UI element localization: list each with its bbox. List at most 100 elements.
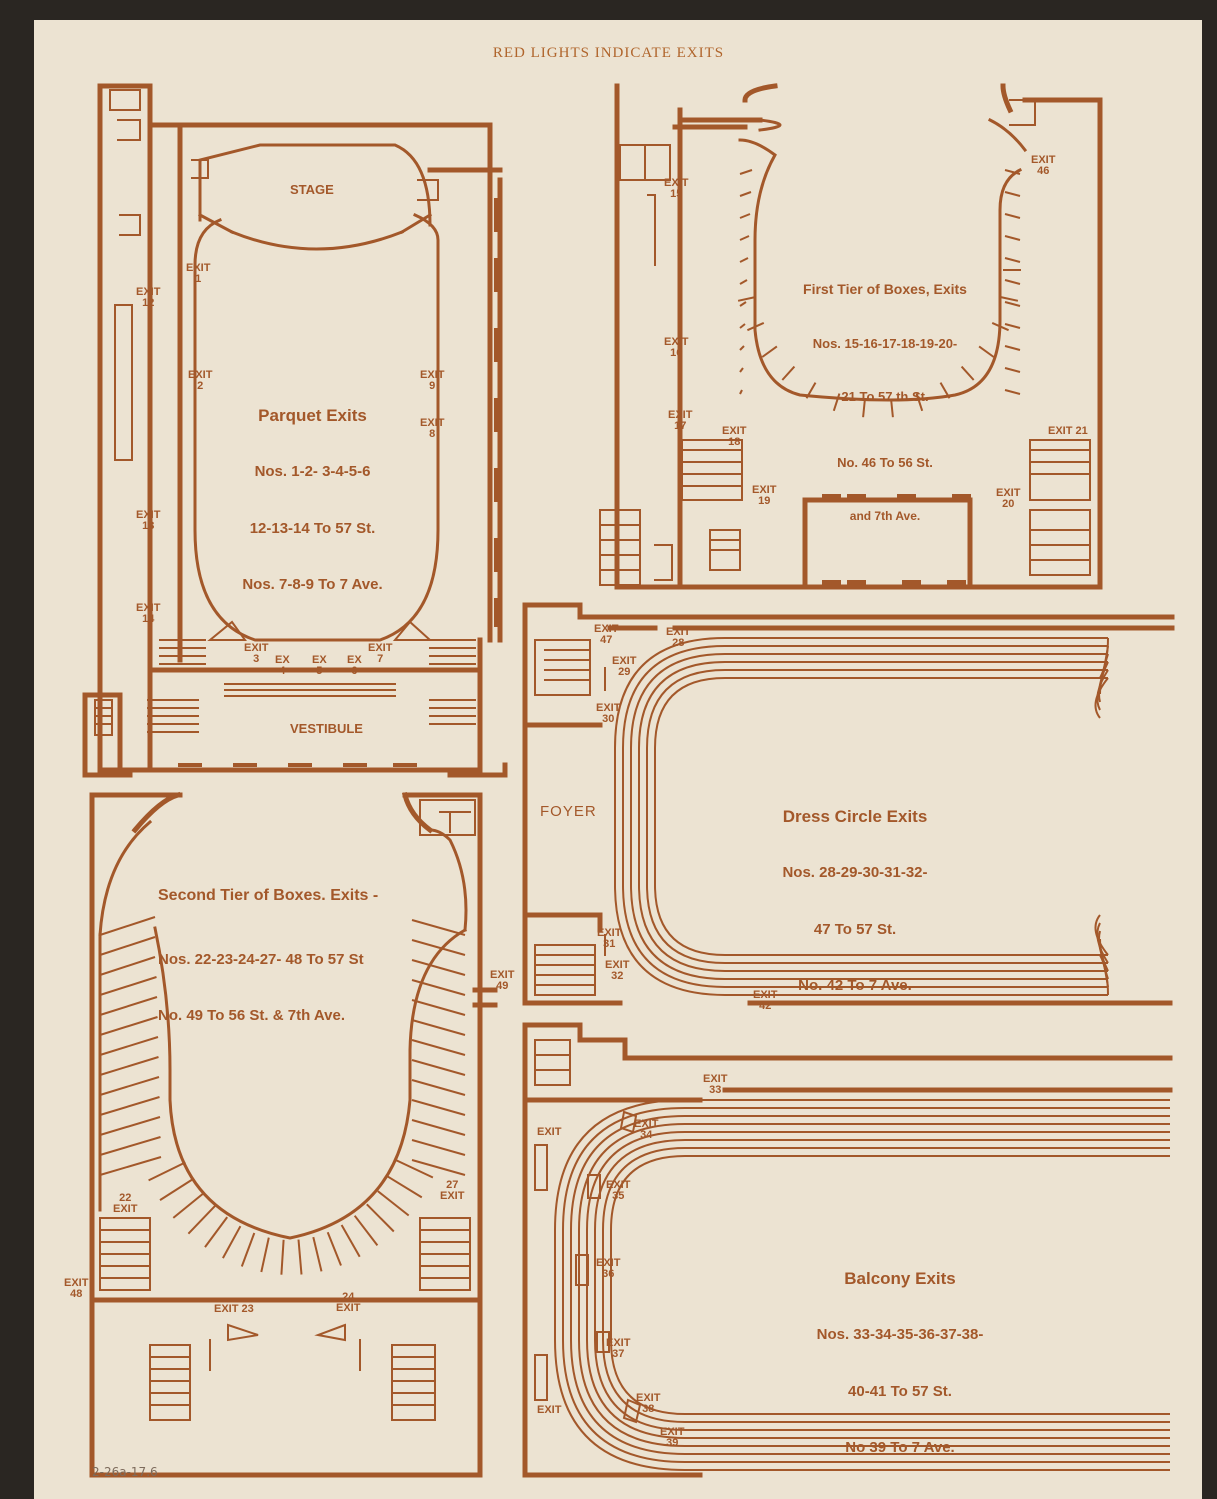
first-tier-box-right-0 xyxy=(1004,169,1021,175)
exit-19-label: EXIT 19 xyxy=(752,484,777,507)
exit-42-label: EXIT 42 xyxy=(753,989,778,1012)
dress-circle-line-1: Nos. 28-29-30-31-32- xyxy=(782,864,928,882)
second-tier-boxes-outline xyxy=(98,819,468,1240)
second-tier-box-left-10 xyxy=(99,1116,161,1136)
second-tier-box-partition-86 xyxy=(297,1239,303,1275)
second-tier-box-right-11 xyxy=(411,1139,466,1156)
balcony-line-2: 40-41 To 57 St. xyxy=(848,1382,952,1400)
exit-31-label: EXIT 31 xyxy=(597,927,622,950)
second-tier-box-right-4 xyxy=(411,999,466,1016)
second-tier-box-left-3 xyxy=(99,976,157,996)
second-tier-box-left-6 xyxy=(99,1036,159,1056)
balcony-exit-bottom-label: EXIT xyxy=(537,1404,562,1416)
balcony-walls xyxy=(522,1022,1173,1478)
balcony-track-4 xyxy=(586,1131,1170,1439)
second-tier-box-right-1 xyxy=(411,939,466,956)
exit-12-label: EXIT 12 xyxy=(136,286,161,309)
first-tier-box-left-6 xyxy=(739,301,747,307)
first-tier-box-partition-96 xyxy=(862,399,866,418)
exit-38-label: EXIT 38 xyxy=(636,1392,661,1415)
dress-circle-exits-info: Dress Circle Exits Nos. 28-29-30-31-32- … xyxy=(745,768,965,1033)
second-tier-box-left-0 xyxy=(99,916,156,936)
exit-16-label: EXIT 16 xyxy=(664,336,689,359)
first-tier-box-left-5 xyxy=(739,279,748,285)
second-tier-box-partition-121 xyxy=(204,1216,229,1248)
second-tier-box-partition-149 xyxy=(148,1161,186,1182)
parquet-stairs xyxy=(94,89,476,736)
first-tier-wall-marks xyxy=(822,494,971,586)
first-tier-boxes-outline xyxy=(738,117,1028,402)
exit-35-label: EXIT 35 xyxy=(606,1179,631,1202)
exit-33-label: EXIT 33 xyxy=(703,1073,728,1096)
first-tier-box-left-8 xyxy=(739,345,745,351)
exit-1-label: EXIT 1 xyxy=(186,262,211,285)
exit-39-label: EXIT 39 xyxy=(660,1426,685,1449)
second-tier-box-left-1 xyxy=(99,936,156,956)
second-tier-box-left-8 xyxy=(99,1076,160,1096)
exit-29-label: EXIT 29 xyxy=(612,655,637,678)
balcony-track-3 xyxy=(578,1123,1170,1447)
exit-47-label: EXIT 47 xyxy=(594,623,619,646)
balcony-track-1 xyxy=(562,1107,1170,1463)
exit-17-label: EXIT 17 xyxy=(668,409,693,432)
exit-8-label: EXIT 8 xyxy=(420,417,445,440)
dress-circle-track-3 xyxy=(638,661,1108,972)
vestibule-label: VESTIBULE xyxy=(290,721,363,736)
exit-23-label: EXIT 23 xyxy=(214,1303,254,1315)
second-tier-box-partition-30 xyxy=(395,1159,434,1179)
dress-circle-track-1 xyxy=(622,645,1108,988)
second-tier-box-partition-142 xyxy=(159,1177,195,1201)
first-tier-box-partition-12 xyxy=(1000,296,1019,302)
second-tier-box-partition-135 xyxy=(172,1192,205,1219)
exit-49-label: EXIT 49 xyxy=(490,969,515,992)
second-tier-box-left-5 xyxy=(99,1016,158,1036)
second-tier-box-partition-107 xyxy=(240,1232,256,1267)
second-tier-box-right-12 xyxy=(411,1159,466,1176)
dress-circle-stairs xyxy=(534,639,606,996)
dress-circle-title: Dress Circle Exits xyxy=(782,806,928,826)
second-tier-box-partition-79 xyxy=(312,1236,323,1272)
second-tier-stairs xyxy=(99,799,476,1421)
parquet-line-3: Nos. 7-8-9 To 7 Ave. xyxy=(242,575,383,593)
second-tier-box-partition-65 xyxy=(340,1224,361,1258)
dress-circle-track-end-bottom-5 xyxy=(1094,914,1109,956)
dress-circle-track-5 xyxy=(654,677,1108,956)
exit-7-label: EXIT 7 xyxy=(368,642,393,665)
first-tier-box-left-3 xyxy=(739,235,750,241)
first-tier-box-left-10 xyxy=(739,389,743,395)
second-tier-box-partition-100 xyxy=(260,1237,270,1273)
first-tier-box-right-5 xyxy=(1004,279,1021,285)
second-tier-box-right-10 xyxy=(411,1119,466,1136)
exit-20-label: EXIT 20 xyxy=(996,487,1021,510)
second-tier-box-partition-128 xyxy=(187,1205,216,1235)
first-tier-box-partition-84 xyxy=(890,399,894,418)
second-tier-title: Second Tier of Boxes. Exits - xyxy=(158,886,379,904)
second-tier-box-partition-93 xyxy=(280,1239,285,1275)
second-tier-box-left-12 xyxy=(99,1156,162,1176)
second-tier-box-right-9 xyxy=(411,1099,466,1116)
first-tier-box-partition-48 xyxy=(960,365,975,381)
parquet-door-marks xyxy=(178,198,498,767)
exit-2-label: EXIT 2 xyxy=(188,369,213,392)
seating-tracks xyxy=(99,169,1170,1471)
dress-circle-track-4 xyxy=(646,669,1108,964)
balcony-stairs xyxy=(534,1039,571,1401)
page-header: RED LIGHTS INDICATE EXITS xyxy=(492,45,725,61)
second-tier-box-partition-58 xyxy=(353,1215,379,1247)
second-tier-box-partition-72 xyxy=(326,1231,342,1266)
first-tier-box-right-9 xyxy=(1004,367,1021,373)
first-tier-line-2: 21 To 57 th St. xyxy=(841,389,929,405)
first-tier-box-left-1 xyxy=(739,191,752,197)
balcony-track-5 xyxy=(594,1139,1170,1431)
first-tier-box-right-8 xyxy=(1004,345,1021,351)
first-tier-box-right-3 xyxy=(1004,235,1021,241)
first-tier-box-partition-144 xyxy=(761,345,778,358)
second-tier-box-left-11 xyxy=(99,1136,161,1156)
first-tier-line-1: Nos. 15-16-17-18-19-20- xyxy=(812,335,958,351)
dress-circle-track-2 xyxy=(630,653,1108,980)
first-tier-box-partition-108 xyxy=(832,393,841,412)
balcony-track-6 xyxy=(602,1147,1170,1423)
handwritten-note: 2-26a-17.6 xyxy=(92,1465,158,1479)
dress-circle-line-2: 47 To 57 St. xyxy=(813,920,897,938)
